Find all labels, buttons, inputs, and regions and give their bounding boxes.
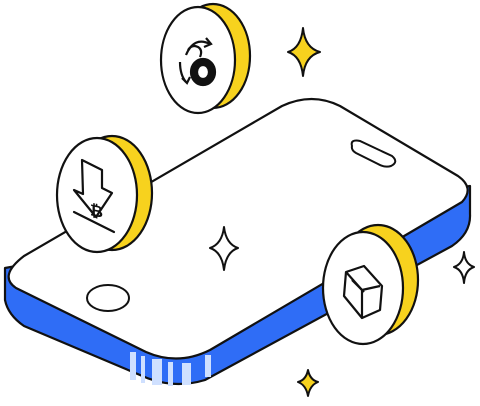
sparkles xyxy=(209,27,475,397)
sparkle-icon xyxy=(209,226,239,271)
coin-face xyxy=(321,230,405,346)
phone-home-button xyxy=(86,284,130,312)
phone-side-shine xyxy=(130,352,211,386)
cube-icon xyxy=(342,264,384,320)
coin-sync-lock xyxy=(159,2,252,115)
sparkle-icon xyxy=(453,251,475,284)
coin-cube xyxy=(321,223,420,346)
phone-speaker-slot xyxy=(350,139,397,168)
coin-bitcoin-download: ₿ xyxy=(55,134,154,254)
svg-text:₿: ₿ xyxy=(90,200,103,222)
sync-lock-icon xyxy=(178,37,217,87)
bitcoin-download-icon: ₿ xyxy=(72,158,116,234)
sparkle-icon xyxy=(287,27,321,77)
sparkle-icon xyxy=(297,369,319,397)
